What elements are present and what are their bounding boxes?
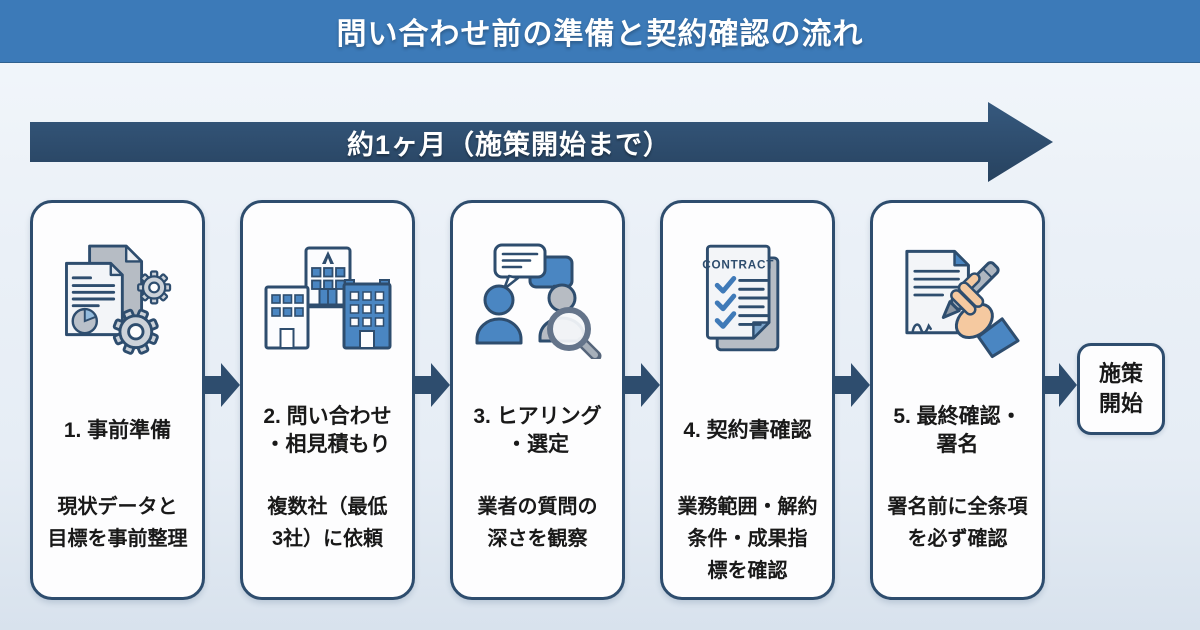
timeline-label: 約1ヶ月（施策開始まで） — [346, 129, 671, 160]
timeline-arrow-icon — [30, 102, 1053, 182]
arrow-connector-icon — [415, 363, 450, 407]
step-title: 4. 契約書確認 — [683, 418, 812, 442]
timeline: 約1ヶ月（施策開始まで） — [30, 102, 1055, 182]
step-card-2: 2. 問い合わせ ・相見積もり 複数社（最低 3社）に依頼 — [240, 200, 415, 600]
outcome-label: 施策 開始 — [1098, 361, 1143, 416]
contract-checklist-icon: CONTRACT — [663, 203, 832, 383]
step-description: 現状データと 目標を事前整理 — [47, 496, 188, 550]
outcome-box: 施策 開始 — [1077, 343, 1165, 435]
step-description: 複数社（最低 3社）に依頼 — [267, 496, 388, 550]
people-hearing-icon — [453, 203, 622, 383]
step-card-4: CONTRACT 4. 契約書確認 業務範囲・解約 条件・成果指 標を確認 — [660, 200, 835, 600]
arrow-connector-icon — [205, 363, 240, 407]
process-flow: 1. 事前準備 現状データと 目標を事前整理 — [30, 200, 1165, 600]
step-title: 1. 事前準備 — [63, 418, 172, 442]
contract-label: CONTRACT — [702, 259, 774, 272]
step-title: 2. 問い合わせ ・相見積もり — [263, 404, 392, 456]
step-card-3: 3. ヒアリング ・選定 業者の質問の 深さを観察 — [450, 200, 625, 600]
page-title: 問い合わせ前の準備と契約確認の流れ — [336, 18, 864, 51]
step-description: 業者の質問の 深さを観察 — [477, 496, 598, 550]
arrow-connector-icon — [1045, 363, 1077, 407]
step-card-1: 1. 事前準備 現状データと 目標を事前整理 — [30, 200, 205, 600]
header-bar: 問い合わせ前の準備と契約確認の流れ — [0, 0, 1200, 63]
step-title: 5. 最終確認・ 署名 — [893, 404, 1022, 456]
step-description: 業務範囲・解約 条件・成果指 標を確認 — [677, 496, 818, 582]
buildings-icon — [243, 203, 412, 383]
arrow-connector-icon — [835, 363, 870, 407]
arrow-connector-icon — [625, 363, 660, 407]
step-card-5: 5. 最終確認・ 署名 署名前に全条項 を必ず確認 — [870, 200, 1045, 600]
step-title: 3. ヒアリング ・選定 — [473, 404, 602, 456]
documents-gears-icon — [33, 203, 202, 383]
signing-hand-icon — [873, 203, 1042, 383]
step-description: 署名前に全条項 を必ず確認 — [887, 496, 1028, 550]
